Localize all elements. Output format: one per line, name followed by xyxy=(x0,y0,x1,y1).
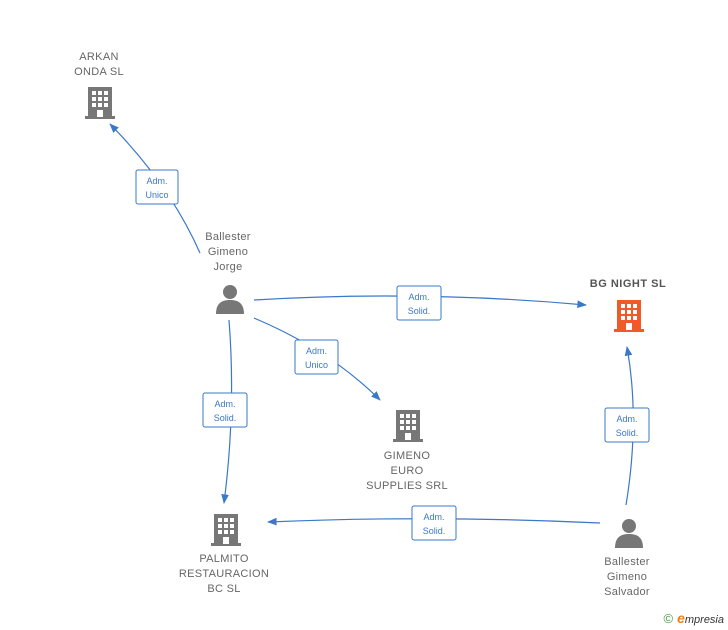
edge-label-box xyxy=(396,285,442,321)
edge-label-box xyxy=(135,169,179,205)
edge-label-line2: Solid. xyxy=(214,413,237,423)
edge-label-line1: Adm. xyxy=(146,176,167,186)
building-icon xyxy=(393,410,423,442)
node-label-line1: GIMENO xyxy=(384,450,431,462)
person-icon xyxy=(216,285,244,314)
edges xyxy=(109,123,634,526)
edge-label-jorge-bgnight[interactable]: Adm. Solid. xyxy=(396,285,442,321)
edge-label-line1: Adm. xyxy=(306,346,327,356)
edge-label-line1: Adm. xyxy=(423,512,444,522)
node-label-line2: Gimeno xyxy=(208,246,248,258)
node-label-line3: Jorge xyxy=(213,261,242,273)
edge-label-jorge-arkan[interactable]: Adm. Unico xyxy=(135,169,179,205)
person-icon xyxy=(615,519,643,548)
node-label-line2: RESTAURACION xyxy=(179,568,269,580)
copyright-icon: © xyxy=(663,611,674,626)
node-label-line2: ONDA SL xyxy=(74,66,124,78)
edge-label-line2: Solid. xyxy=(616,428,639,438)
edge-label-salvador-palmito[interactable]: Adm. Solid. xyxy=(411,505,457,541)
edge-label-line1: Adm. xyxy=(214,399,235,409)
node-ballester-gimeno-salvador[interactable]: Ballester Gimeno Salvador xyxy=(604,519,650,598)
edge-label-jorge-palmito[interactable]: Adm. Solid. xyxy=(202,392,248,428)
edge-label-box xyxy=(411,505,457,541)
building-icon xyxy=(211,514,241,546)
edge-label-jorge-gimeno[interactable]: Adm. Unico xyxy=(294,339,339,375)
edge-label-line1: Adm. xyxy=(616,414,637,424)
node-gimeno-euro-supplies[interactable]: GIMENO EURO SUPPLIES SRL xyxy=(366,410,448,492)
node-label-line1: Ballester xyxy=(205,231,251,243)
brand-logo-text: mpresia xyxy=(684,614,724,626)
node-palmito-restauracion[interactable]: PALMITO RESTAURACION BC SL xyxy=(179,514,269,595)
edge-label-salvador-bgnight[interactable]: Adm. Solid. xyxy=(604,407,650,443)
edge-label-line2: Unico xyxy=(145,190,168,200)
node-label-line2: Gimeno xyxy=(607,571,647,583)
node-label-line1: BG NIGHT SL xyxy=(590,278,666,290)
edge-label-box xyxy=(604,407,650,443)
footer-brand: ©empresia xyxy=(663,610,724,626)
edge-label-box xyxy=(202,392,248,428)
edge-label-box xyxy=(294,339,339,375)
edge-label-line2: Solid. xyxy=(423,526,446,536)
node-bg-night[interactable]: BG NIGHT SL xyxy=(590,278,666,332)
node-label-line3: SUPPLIES SRL xyxy=(366,480,448,492)
node-label-line3: Salvador xyxy=(604,586,650,598)
edge-label-line2: Unico xyxy=(305,360,328,370)
node-label-line3: BC SL xyxy=(207,583,240,595)
building-icon xyxy=(85,87,115,119)
node-label-line1: Ballester xyxy=(604,556,650,568)
node-arkan-onda[interactable]: ARKAN ONDA SL xyxy=(74,51,124,119)
building-icon xyxy=(614,300,644,332)
edge-label-line1: Adm. xyxy=(408,292,429,302)
edge-label-line2: Solid. xyxy=(408,306,431,316)
node-ballester-gimeno-jorge[interactable]: Ballester Gimeno Jorge xyxy=(205,231,251,314)
brand-logo-initial: e xyxy=(677,610,685,626)
node-label-line2: EURO xyxy=(391,465,424,477)
node-label-line1: PALMITO xyxy=(199,553,249,565)
node-label-line1: ARKAN xyxy=(79,51,118,63)
